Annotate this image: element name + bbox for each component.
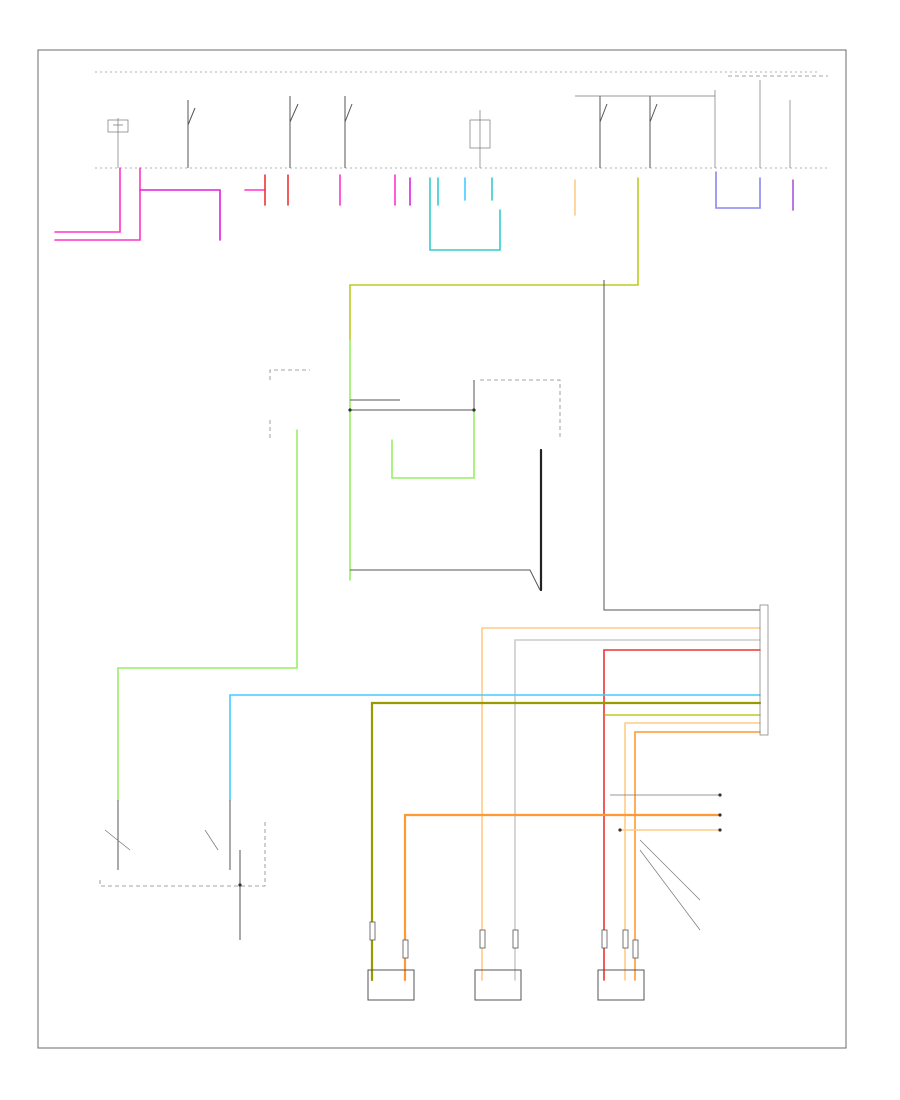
pcm-connector-body — [759, 604, 769, 736]
fuse-box-components — [107, 80, 791, 168]
middle-section-wires — [117, 339, 543, 801]
sensor-left-box — [367, 969, 415, 1001]
top-harness-wires — [54, 167, 794, 341]
connector-marks — [369, 921, 639, 959]
pcm-harness — [229, 280, 769, 982]
top-connector-brackets — [99, 369, 561, 887]
diagram-frame — [37, 49, 847, 1049]
splice-dots — [238, 408, 722, 887]
sensor-right-box — [597, 969, 645, 1001]
bottom-sensors — [104, 800, 701, 1001]
sensor-middle-box — [474, 969, 522, 1001]
